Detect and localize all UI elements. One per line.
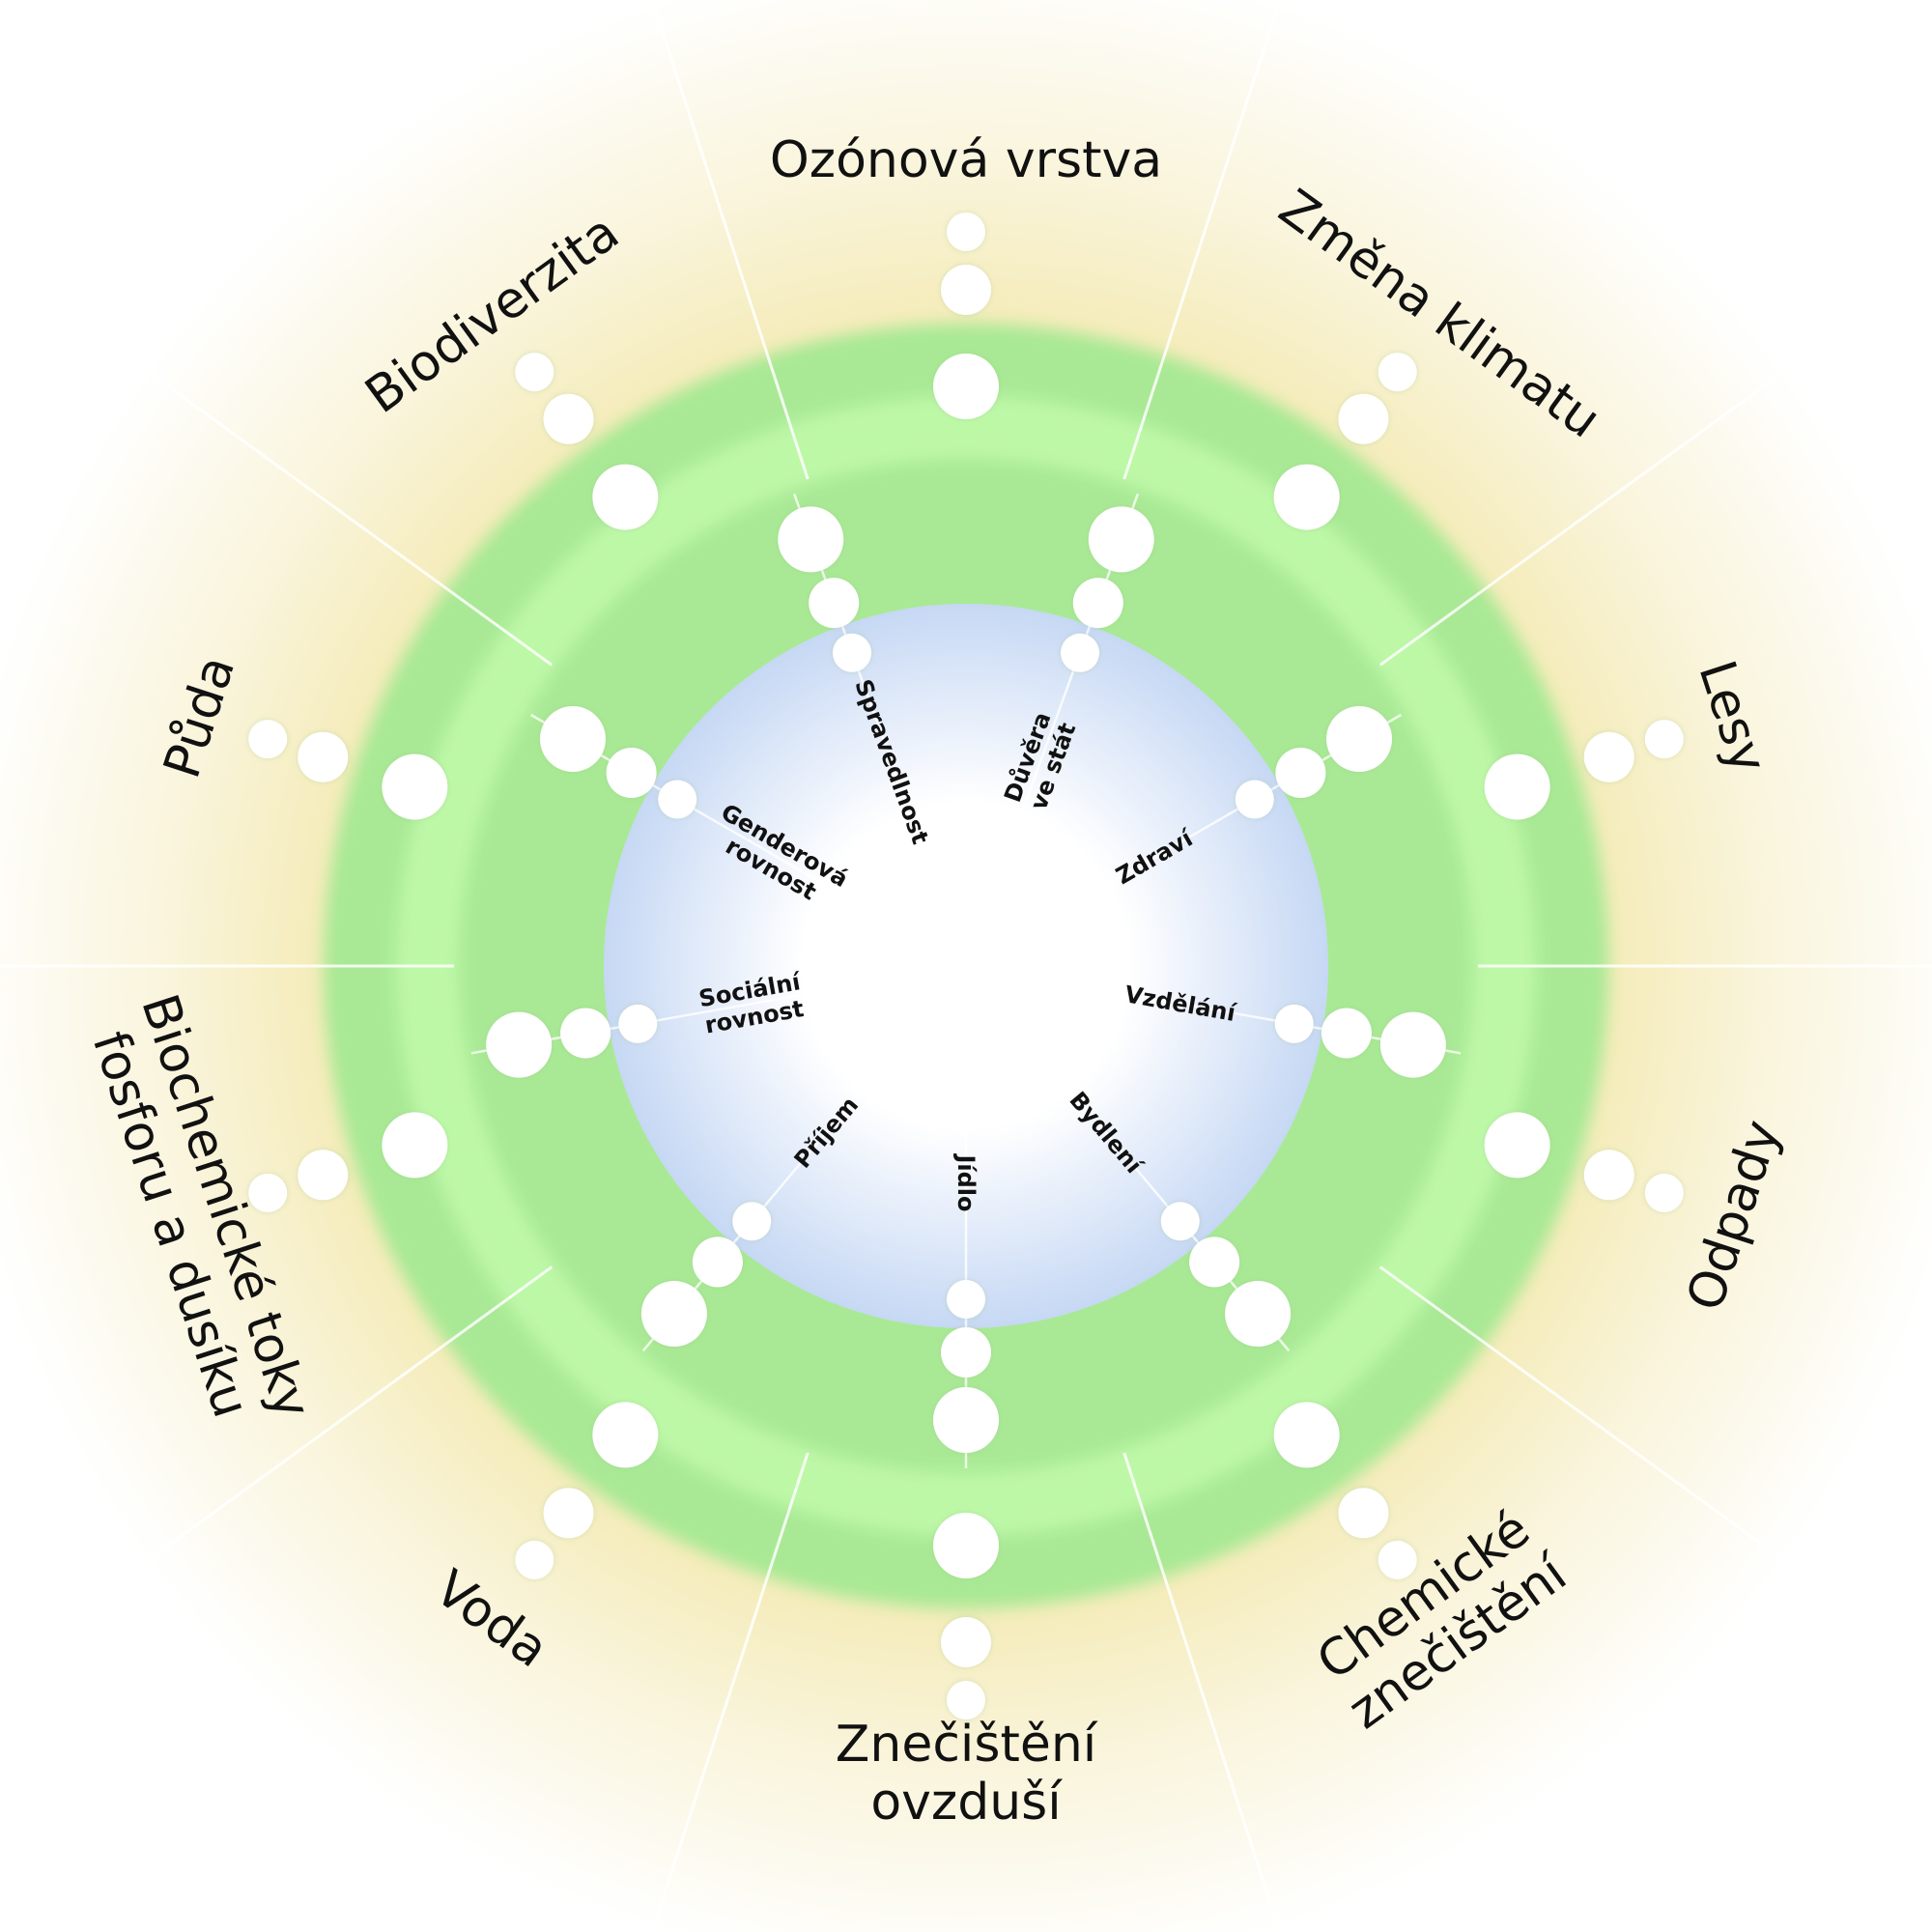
indicator-dot bbox=[941, 265, 991, 315]
dot-group-ozone bbox=[933, 213, 999, 419]
indicator-dot bbox=[1338, 393, 1389, 444]
indicator-dot bbox=[1378, 1540, 1417, 1579]
outer-spoke bbox=[1122, 1452, 1282, 1932]
dot-group-social_equity bbox=[486, 1004, 658, 1078]
indicator-dot bbox=[539, 706, 606, 772]
indicator-dot bbox=[1321, 1008, 1372, 1059]
indicator-dot bbox=[1160, 1202, 1200, 1241]
indicator-dot bbox=[1189, 1236, 1240, 1288]
outer-spoke bbox=[136, 362, 554, 667]
indicator-dot bbox=[592, 1402, 659, 1468]
indicator-dot bbox=[486, 1011, 553, 1078]
dot-group-forests bbox=[1484, 720, 1684, 820]
dot-group-gender_equality bbox=[539, 706, 697, 819]
dot-group-nutrients bbox=[248, 1112, 448, 1212]
dot-group-income bbox=[640, 1202, 772, 1348]
indicator-dot bbox=[592, 464, 659, 530]
indicator-dot bbox=[933, 1513, 999, 1578]
indicator-dot bbox=[732, 1202, 772, 1241]
dot-group-trust bbox=[1060, 506, 1154, 672]
indicator-dot bbox=[1274, 1004, 1314, 1043]
indicator-dot bbox=[1484, 1112, 1550, 1179]
dot-group-chemical bbox=[1273, 1402, 1417, 1579]
label-line: Jídlo bbox=[952, 1152, 980, 1211]
indicator-dot bbox=[1338, 1488, 1389, 1539]
indicator-dot bbox=[1235, 780, 1274, 819]
indicator-dot bbox=[248, 1173, 288, 1212]
indicator-dot bbox=[778, 506, 844, 573]
outer-dot-groups bbox=[248, 213, 1684, 1719]
label-food: Jídlo bbox=[952, 1152, 980, 1211]
indicator-dot bbox=[658, 780, 697, 819]
indicator-dot bbox=[382, 1112, 448, 1179]
indicator-dot bbox=[515, 353, 554, 392]
indicator-dot bbox=[1484, 753, 1550, 820]
label-line: ovzduší bbox=[870, 1774, 1063, 1832]
outer-spoke bbox=[1122, 0, 1282, 480]
outer-spoke bbox=[650, 0, 810, 480]
indicator-dot bbox=[382, 753, 448, 820]
indicator-dot bbox=[1088, 506, 1154, 573]
social-foundation-center bbox=[604, 604, 1328, 1328]
outer-spoke bbox=[1378, 362, 1796, 667]
indicator-dot bbox=[298, 1150, 349, 1201]
indicator-dot bbox=[692, 1236, 743, 1288]
indicator-dot bbox=[941, 1617, 991, 1667]
indicator-dot bbox=[543, 1488, 594, 1539]
indicator-dot bbox=[1072, 578, 1123, 629]
indicator-dot bbox=[560, 1008, 611, 1059]
outer-spoke bbox=[1378, 1265, 1796, 1570]
dot-group-food bbox=[933, 1280, 999, 1453]
indicator-dot bbox=[543, 393, 594, 444]
label-ozone: Ozónová vrstva bbox=[770, 131, 1162, 189]
indicator-dot bbox=[640, 1281, 707, 1348]
dot-group-water bbox=[515, 1402, 659, 1579]
dot-group-health bbox=[1235, 706, 1393, 819]
indicator-dot bbox=[248, 720, 288, 759]
indicator-dot bbox=[1583, 731, 1634, 782]
indicator-dot bbox=[606, 748, 657, 798]
indicator-dot bbox=[1644, 1173, 1684, 1212]
indicator-dot bbox=[933, 354, 999, 419]
indicator-dot bbox=[1583, 1150, 1634, 1201]
indicator-dot bbox=[1378, 353, 1417, 392]
indicator-dot bbox=[833, 633, 872, 672]
indicator-dot bbox=[618, 1004, 658, 1043]
dot-group-soil bbox=[248, 720, 448, 820]
indicator-dot bbox=[1379, 1011, 1446, 1078]
indicator-dot bbox=[941, 1327, 991, 1378]
indicator-dot bbox=[809, 578, 860, 629]
outer-spoke bbox=[136, 1265, 554, 1570]
indicator-dot bbox=[1275, 748, 1326, 798]
dot-group-biodiversity bbox=[515, 353, 659, 530]
dot-group-housing bbox=[1160, 1202, 1292, 1348]
indicator-dot bbox=[515, 1540, 554, 1579]
dot-group-air bbox=[933, 1513, 999, 1719]
dot-group-justice bbox=[778, 506, 872, 672]
inner-dot-groups bbox=[486, 506, 1446, 1453]
outer-spoke bbox=[650, 1452, 810, 1932]
indicator-dot bbox=[1273, 1402, 1340, 1468]
indicator-dot bbox=[1273, 464, 1340, 530]
indicator-dot bbox=[1225, 1281, 1292, 1348]
label-line: Znečištění bbox=[836, 1716, 1098, 1774]
indicator-dot bbox=[1326, 706, 1393, 772]
indicator-dot bbox=[933, 1387, 999, 1453]
indicator-dot bbox=[1060, 633, 1099, 672]
dot-group-waste bbox=[1484, 1112, 1684, 1212]
indicator-dot bbox=[947, 213, 985, 251]
indicator-dot bbox=[1644, 720, 1684, 759]
label-line: Ozónová vrstva bbox=[770, 131, 1162, 189]
indicator-dot bbox=[947, 1280, 985, 1319]
indicator-dot bbox=[947, 1681, 985, 1719]
indicator-dot bbox=[298, 731, 349, 782]
dot-group-climate bbox=[1273, 353, 1417, 530]
dot-group-education bbox=[1274, 1004, 1446, 1078]
